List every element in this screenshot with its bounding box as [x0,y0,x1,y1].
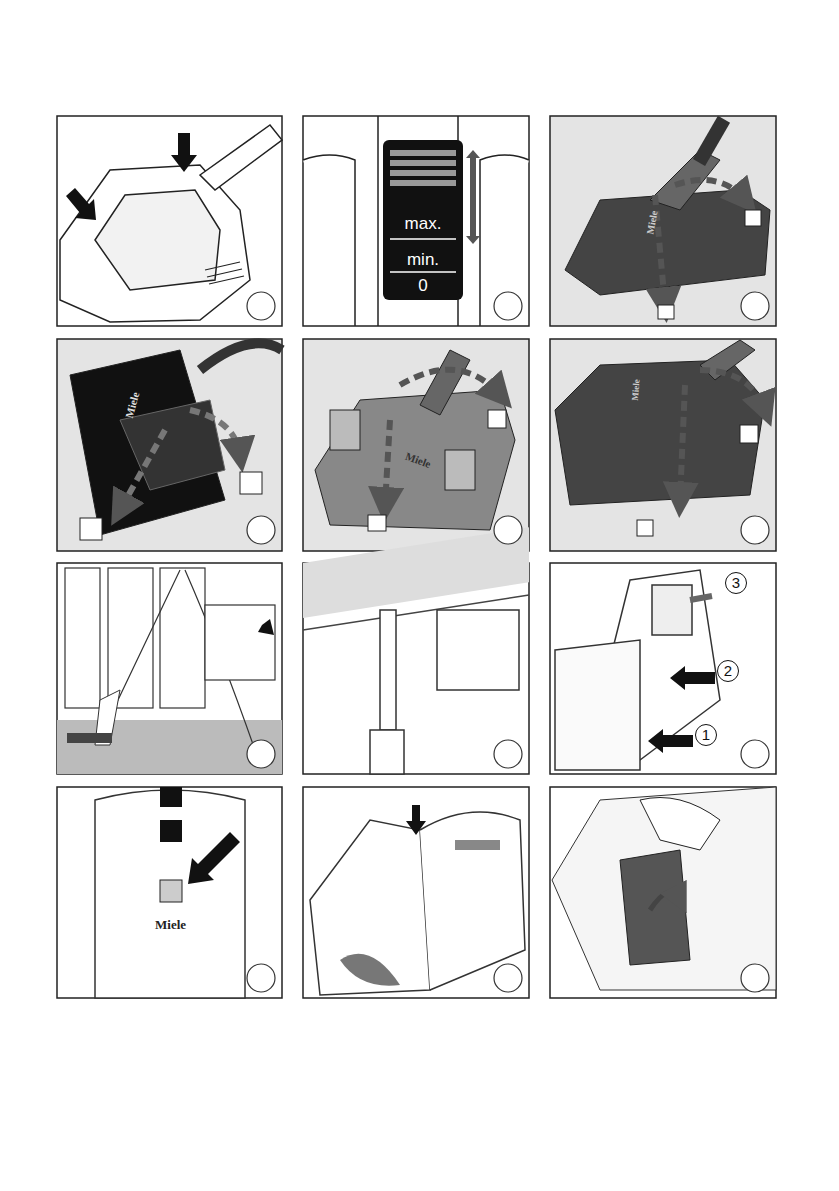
callout-circle: 3 [725,572,747,594]
gauge-scale: max. min. 0 [383,140,463,300]
callout-number: 1 [696,727,716,742]
brand-label: Miele [630,379,642,401]
gauge-window [383,140,463,300]
callout-circle: 1 [695,724,717,746]
callout-number: 3 [726,575,746,590]
brand-label: Miele [404,450,433,470]
scale-mark: 0 [383,277,463,294]
callout-number: 2 [718,663,738,678]
brand-label: Miele [155,917,186,933]
scale-mark: max. [383,215,463,232]
brand-label: Miele [644,210,659,235]
scale-mark: min. [383,251,463,268]
brand-label: Miele [123,391,141,419]
callout-circle: 2 [717,660,739,682]
